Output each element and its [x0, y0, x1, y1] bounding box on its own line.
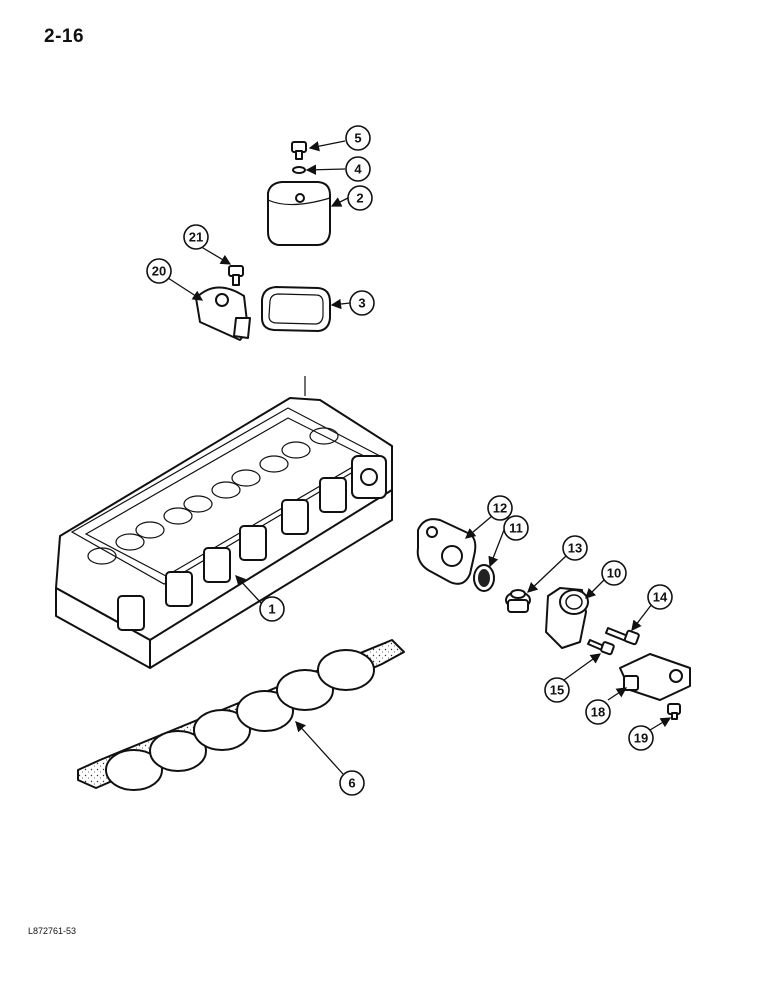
part-3-gasket [261, 286, 331, 332]
svg-text:4: 4 [354, 162, 362, 177]
callout-10: 10 [601, 560, 627, 586]
svg-text:14: 14 [653, 590, 668, 605]
part-21-bolt [228, 265, 244, 286]
callout-15: 15 [544, 677, 570, 703]
callout-1: 1 [259, 596, 285, 622]
callout-3: 3 [349, 290, 375, 316]
svg-text:6: 6 [348, 776, 355, 791]
part-10-housing [545, 587, 589, 649]
part-6-head-gasket [77, 639, 405, 791]
part-5-bolt [291, 141, 307, 160]
callout-11: 11 [503, 515, 529, 541]
svg-text:2: 2 [356, 191, 363, 206]
part-15-bolt [587, 639, 615, 656]
callout-19: 19 [628, 725, 654, 751]
part-18-bracket [619, 653, 691, 701]
part-19-bolt [667, 703, 681, 720]
callout-20: 20 [146, 258, 172, 284]
callout-13: 13 [562, 535, 588, 561]
svg-text:1: 1 [268, 602, 275, 617]
svg-text:18: 18 [591, 705, 605, 720]
svg-text:10: 10 [607, 566, 621, 581]
leader-lines [167, 140, 672, 775]
callout-2: 2 [347, 185, 373, 211]
svg-text:20: 20 [152, 264, 166, 279]
callout-5: 5 [345, 125, 371, 151]
svg-text:12: 12 [493, 501, 507, 516]
reference-code: L872761-53 [28, 926, 77, 936]
svg-text:3: 3 [358, 296, 365, 311]
svg-text:21: 21 [189, 230, 203, 245]
part-2-cover [267, 181, 331, 246]
part-1-cylinder-head [55, 376, 393, 669]
part-12-gasket [416, 518, 477, 585]
callout-14: 14 [647, 584, 673, 610]
part-4-washer [292, 166, 306, 174]
part-14-bolt [605, 627, 640, 646]
part-20-bracket [195, 286, 251, 341]
svg-text:5: 5 [354, 131, 361, 146]
callout-12: 12 [487, 495, 513, 521]
svg-text:19: 19 [634, 731, 648, 746]
svg-text:13: 13 [568, 541, 582, 556]
svg-text:11: 11 [509, 521, 523, 536]
callout-18: 18 [585, 699, 611, 725]
callout-6: 6 [339, 770, 365, 796]
part-11-seal [473, 564, 495, 592]
callout-4: 4 [345, 156, 371, 182]
svg-text:15: 15 [550, 683, 564, 698]
callout-group: 5 4 2 21 20 3 1 6 12 11 13 10 14 15 18 1… [146, 125, 673, 796]
callout-21: 21 [183, 224, 209, 250]
page-number: 2-16 [44, 26, 85, 47]
part-13-thermostat [505, 589, 531, 613]
